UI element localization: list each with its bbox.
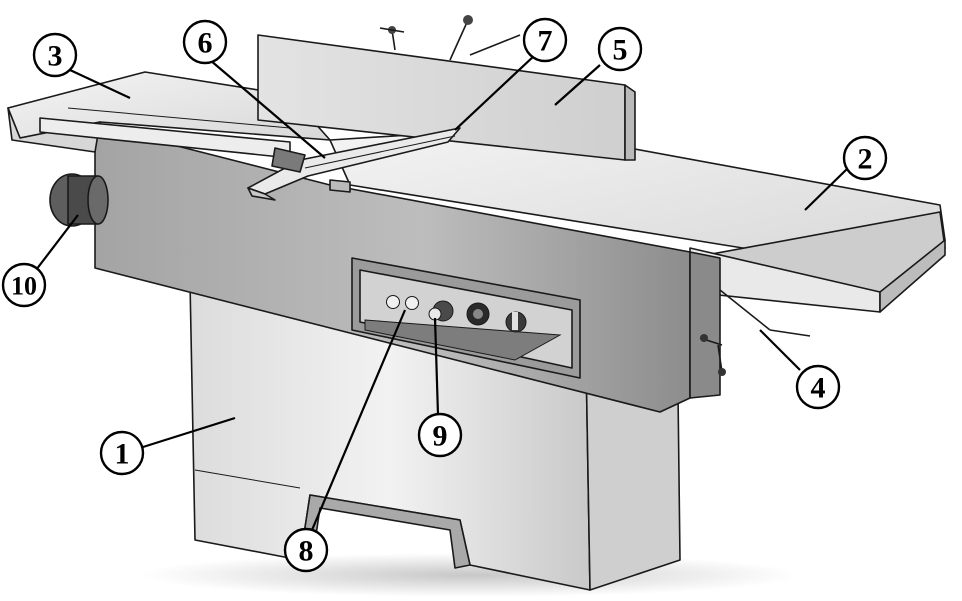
callout-8: 8 <box>283 527 329 573</box>
callout-label-1: 1 <box>115 438 130 471</box>
callout-label-5: 5 <box>613 34 628 67</box>
callout-4: 4 <box>795 364 841 410</box>
callout-label-6: 6 <box>198 27 213 60</box>
leader-9 <box>433 317 440 416</box>
leader-3 <box>69 69 131 99</box>
callout-3: 3 <box>32 32 78 78</box>
callout-9: 9 <box>417 412 463 458</box>
callout-label-10: 10 <box>11 272 37 301</box>
callout-label-2: 2 <box>858 143 873 176</box>
callout-label-7: 7 <box>538 25 553 58</box>
callout-7: 7 <box>522 17 568 63</box>
callout-label-3: 3 <box>48 40 63 73</box>
leader-lines <box>35 54 849 531</box>
leader-7 <box>454 54 536 131</box>
table-adjust-handle <box>699 289 811 376</box>
fence <box>257 15 636 161</box>
leader-4 <box>759 329 801 371</box>
callout-5: 5 <box>597 26 643 72</box>
callout-label-4: 4 <box>811 372 826 405</box>
leader-6 <box>209 59 326 159</box>
leader-10 <box>35 214 79 271</box>
leader-1 <box>142 416 236 449</box>
machine-body <box>94 124 721 413</box>
callout-10: 10 <box>1 262 47 308</box>
motor <box>49 173 109 227</box>
leader-2 <box>804 167 849 211</box>
leader-8 <box>310 309 407 531</box>
bridge-guard <box>247 127 461 201</box>
leader-5 <box>554 64 601 106</box>
callout-label-9: 9 <box>433 420 448 453</box>
callout-label-8: 8 <box>299 535 314 568</box>
callout-1: 1 <box>99 430 145 476</box>
indicator-lamp-1 <box>386 295 400 309</box>
indicator-lamp-2 <box>405 296 419 310</box>
callout-2: 2 <box>842 135 888 181</box>
infeed-table <box>7 71 331 159</box>
callout-6: 6 <box>182 19 228 65</box>
